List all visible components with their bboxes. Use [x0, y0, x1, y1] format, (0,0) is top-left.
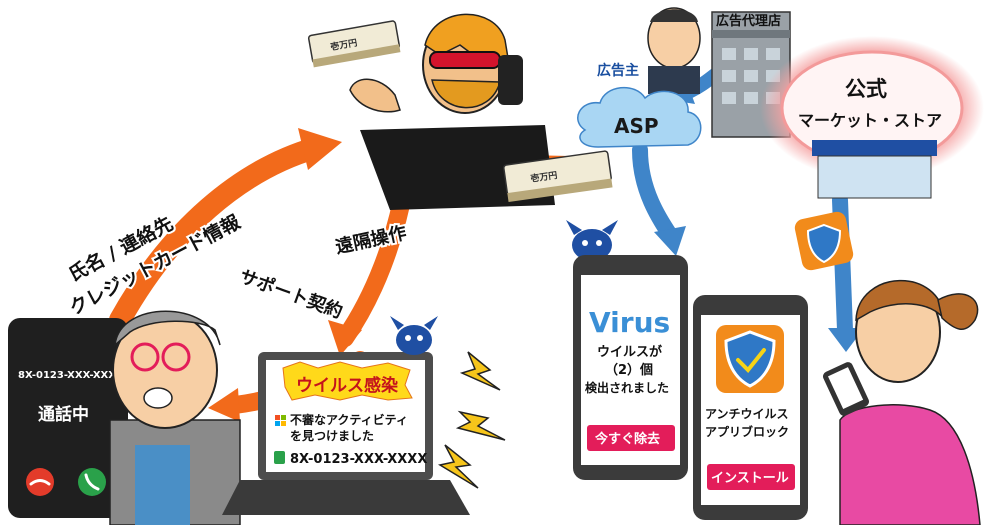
asp-cloud: ASP: [577, 86, 702, 148]
popup-title: ウイルス感染: [296, 375, 398, 396]
store-label-line1: 公式: [845, 77, 887, 101]
glasses-right-icon: [161, 342, 191, 372]
hacker-phone-icon: [498, 55, 523, 105]
shield-icon: [724, 330, 776, 388]
popup-message-line1: 不審なアクティビティ: [290, 412, 408, 427]
antivirus-phone: アンチウイルス アプリブロック インストール: [693, 295, 808, 520]
support-contract-label: サポート契約: [237, 265, 346, 323]
ad-agency-label: 広告代理店: [716, 13, 781, 29]
arrow-asp-to-phone: [632, 142, 678, 243]
virus-line2: （2）個: [605, 362, 653, 378]
antivirus-line1: アンチウイルス: [705, 407, 789, 421]
answer-phone-icon: [84, 473, 100, 491]
popup-burst: [282, 361, 413, 401]
install-button[interactable]: [707, 464, 795, 490]
remote-operation-label: 遠隔操作: [333, 222, 408, 258]
money-label-middle: 壱万円: [530, 169, 558, 185]
arrow-info-to-hacker: [109, 137, 326, 331]
virus-phone: Virus ウイルスが （2）個 検出されました 今すぐ除去: [573, 255, 688, 480]
elderly-man: [109, 310, 241, 525]
install-label: インストール: [711, 471, 789, 486]
devil-icon-laptop: [390, 316, 438, 355]
hacker-hand: [349, 78, 401, 113]
call-number: 8X-0123-XXX-XXXX: [18, 370, 124, 381]
popup-phone: 8X-0123-XXX-XXXX: [290, 452, 427, 467]
lightning-icon: [459, 351, 501, 391]
laptop: ウイルス感染 不審なアクティビティ を見つけました 8X-0123-XXX-XX…: [222, 352, 470, 515]
glasses-left-icon: [130, 342, 160, 372]
money-stack-middle: 壱万円: [503, 150, 613, 203]
windows-icon: [275, 415, 280, 420]
sunglasses-icon: [429, 51, 501, 69]
money-stack-top: 壱万円: [307, 20, 401, 68]
virus-line3: 検出されました: [585, 380, 669, 395]
victim-phone: 8X-0123-XXX-XXXX 通話中: [8, 318, 128, 518]
lightning-icon-3: [437, 444, 479, 489]
arrowhead-remote: [328, 320, 362, 356]
call-status: 通話中: [38, 404, 89, 425]
answer-call-button[interactable]: [78, 468, 106, 496]
devil-icon-phone: [566, 220, 618, 261]
virus-line1: ウイルスが: [597, 344, 662, 360]
hangup-icon: [29, 479, 51, 486]
virus-brand: Virus: [589, 306, 670, 339]
advertiser-label: 広告主: [597, 62, 639, 79]
arrowhead-support: [208, 388, 240, 422]
lightning-icon-2: [455, 410, 506, 441]
asp-label: ASP: [614, 114, 659, 138]
antivirus-app-icon: [794, 211, 854, 271]
official-store: 公式 マーケット・ストア: [760, 36, 984, 199]
advertiser: 広告主: [596, 7, 701, 94]
popup-message-line2: を見つけました: [290, 428, 374, 443]
phone-icon: [274, 451, 285, 464]
woman: [823, 279, 981, 525]
remove-now-label: 今すぐ除去: [594, 431, 660, 447]
arrowhead-info: [298, 128, 342, 170]
remove-now-button[interactable]: [587, 425, 675, 451]
antivirus-line2: アプリブロック: [705, 424, 789, 439]
store-label-line2: マーケット・ストア: [798, 111, 942, 130]
